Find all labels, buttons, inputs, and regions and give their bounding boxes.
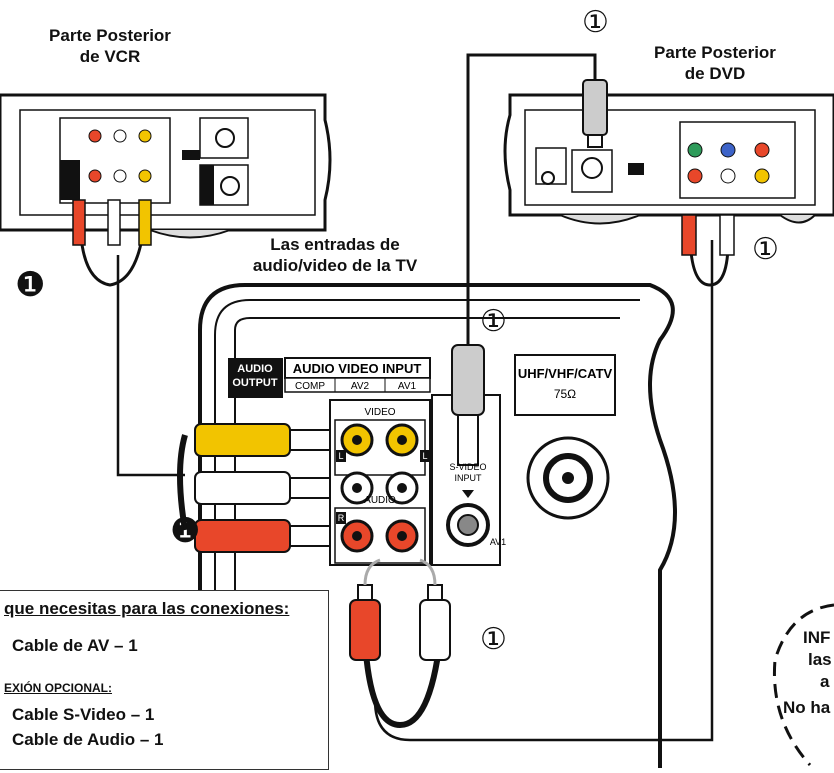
audio-label: AUDIO <box>364 495 396 506</box>
vcr-unit <box>0 93 332 239</box>
optional-connection-label: EXIÓN OPCIONAL: <box>4 681 113 695</box>
bubble-line-4: No ha <box>783 698 831 717</box>
rf-impedance: 75Ω <box>554 387 576 401</box>
optional-marker-audio-dvd: ① <box>752 232 779 267</box>
vcr-rear-label: Parte Posterior de VCR <box>25 25 195 67</box>
l-label-2: L <box>422 451 427 461</box>
comp-label: COMP <box>295 381 325 392</box>
svideo-av1-label: AV1 <box>490 537 506 547</box>
optional-marker-audio-tv: ① <box>480 622 507 657</box>
step-1-marker-vcr: ❶ <box>15 265 46 305</box>
audio-output-label-2: OUTPUT <box>232 377 278 389</box>
optional-marker-svideo-tv: ① <box>480 304 507 339</box>
av-cable-bundle <box>72 199 331 553</box>
tv-inputs-label: Las entradas de audio/video de la TV <box>235 234 435 276</box>
dvd-rear-label: Parte Posterior de DVD <box>630 42 800 84</box>
tv-inputs-line1: Las entradas de <box>270 235 400 254</box>
audio-video-input-label: AUDIO VIDEO INPUT <box>293 361 422 376</box>
svideo-input-label-2: INPUT <box>455 473 483 483</box>
svideo-input-label-1: S-VIDEO <box>449 462 486 472</box>
bubble-line-3: a <box>820 672 830 691</box>
requirements-box: que necesitas para las conexiones: Cable… <box>0 590 329 770</box>
tv-inputs-line2: audio/video de la TV <box>252 256 418 275</box>
bubble-line-2: las <box>808 650 832 669</box>
r-label: R <box>338 513 345 523</box>
audio-output-label-1: AUDIO <box>237 363 273 375</box>
bubble-line-1: INF <box>803 628 831 647</box>
requirement-audio-cable: Cable de Audio – 1 <box>12 730 164 749</box>
step-1-marker-tv: ❶ <box>170 511 201 551</box>
bubble-outline <box>772 603 834 766</box>
requirement-svideo-cable: Cable S-Video – 1 <box>12 705 155 724</box>
vcr-rear-line1: Parte Posterior <box>49 26 171 45</box>
video-label: VIDEO <box>364 407 395 418</box>
dvd-rear-line2: de DVD <box>684 64 746 83</box>
optional-marker-svideo-dvd: ① <box>582 5 609 40</box>
rf-label: UHF/VHF/CATV <box>518 366 613 381</box>
l-label-1: L <box>338 451 343 461</box>
dvd-unit <box>503 93 834 225</box>
svideo-cable <box>451 53 608 466</box>
av1-label: AV1 <box>398 381 417 392</box>
dvd-rear-line1: Parte Posterior <box>654 43 776 62</box>
vcr-rear-line2: de VCR <box>79 47 141 66</box>
audio-cable <box>349 214 735 742</box>
tv-jacks <box>336 423 610 553</box>
av2-label: AV2 <box>351 381 370 392</box>
info-bubble: INF las a No ha <box>775 600 834 770</box>
requirement-av-cable: Cable de AV – 1 <box>12 636 138 655</box>
requirements-title: que necesitas para las conexiones: <box>4 599 290 618</box>
